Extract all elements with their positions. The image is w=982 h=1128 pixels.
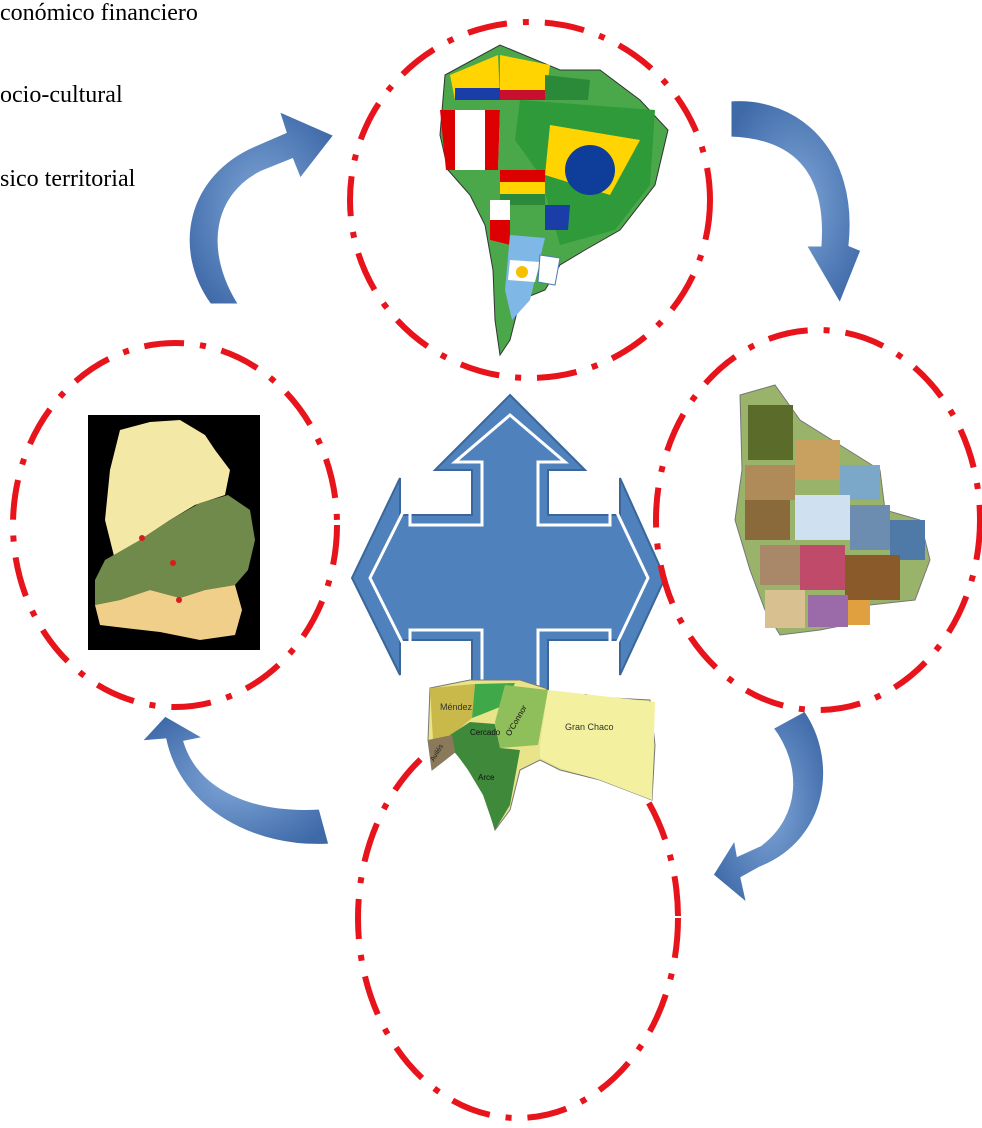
- curved-arrow-top-right-icon: [728, 98, 864, 309]
- legend-item-economic: conómico financiero: [0, 0, 198, 26]
- tarija-provinces-map: Méndez Cercado O'Connor Gran Chaco Avilé…: [427, 679, 656, 832]
- curved-arrow-bottom-left-icon: [136, 713, 332, 847]
- circle-right: [653, 327, 982, 713]
- south-america-flags-map: [439, 44, 669, 357]
- curved-arrow-bottom-right-icon: [710, 708, 826, 909]
- circle-bottom: [355, 715, 681, 1121]
- map-label-cercado: Cercado: [470, 728, 501, 737]
- circle-left: [10, 340, 340, 710]
- bolivia-photo-collage-map: [734, 384, 931, 636]
- map-label-gran-chaco: Gran Chaco: [565, 722, 614, 732]
- map-label-mendez: Méndez: [440, 702, 473, 712]
- legend-item-sociocultural: ocio-cultural: [0, 82, 123, 108]
- legend-item-territorial: sico territorial: [0, 166, 136, 192]
- circle-top: [347, 19, 713, 381]
- basin-watershed-map: [88, 415, 260, 650]
- map-label-arce: Arce: [478, 773, 495, 782]
- curved-arrow-top-left-icon: [186, 107, 338, 307]
